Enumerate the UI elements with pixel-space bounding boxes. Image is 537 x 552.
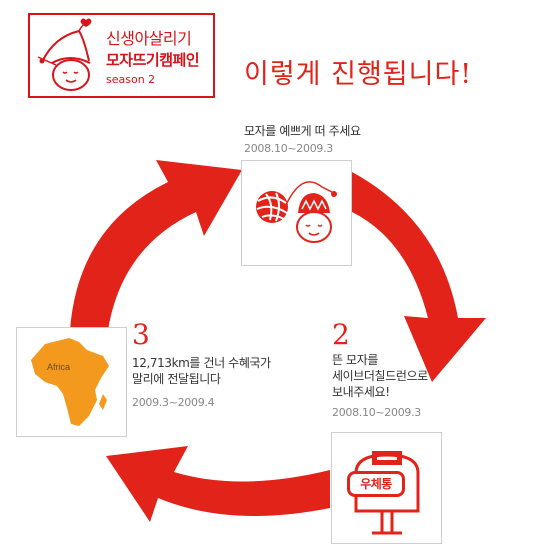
logo-season: season 2 (106, 73, 156, 86)
step2-line1: 뜬 모자를 (332, 353, 378, 367)
africa-map-icon: Africa (31, 338, 109, 426)
arrow-step1-to-step2 (352, 172, 486, 382)
step1-description: 모자를 예쁘게 떠 주세요 (244, 124, 361, 138)
step3-line1: 12,713km를 건너 수혜국가 (132, 356, 271, 370)
logo-campaign-name: 모자뜨기캠페인 (106, 51, 200, 69)
campaign-logo: 신생아살리기 모자뜨기캠페인 season 2 (28, 13, 215, 98)
step1-date: 2008.10~2009.3 (244, 142, 333, 155)
step3-line2: 말리에 전달됩니다 (132, 372, 221, 386)
step1-card (241, 160, 352, 266)
logo-title: 신생아살리기 (106, 29, 192, 48)
yarn-and-hat-icon (256, 181, 337, 243)
step3-date: 2009.3~2009.4 (132, 396, 215, 409)
baby-mascot-icon (37, 18, 92, 91)
arrow-step2-to-step3 (106, 446, 330, 522)
step3-number: 3 (132, 318, 150, 351)
step2-number: 2 (332, 318, 350, 351)
step3-card: Africa (16, 327, 127, 437)
africa-label: Africa (47, 362, 70, 372)
mailbox-icon (354, 451, 420, 535)
mailbox-label: 우체통 (347, 471, 405, 497)
step2-card: 우체통 (331, 432, 442, 544)
step2-date: 2008.10~2009.3 (332, 406, 421, 419)
page-headline: 이렇게 진행됩니다! (244, 59, 473, 90)
arrow-step3-to-step1 (70, 160, 242, 330)
step2-line2: 세이브더칠드런으로 (332, 369, 428, 383)
step2-line3: 보내주세요! (332, 385, 390, 399)
